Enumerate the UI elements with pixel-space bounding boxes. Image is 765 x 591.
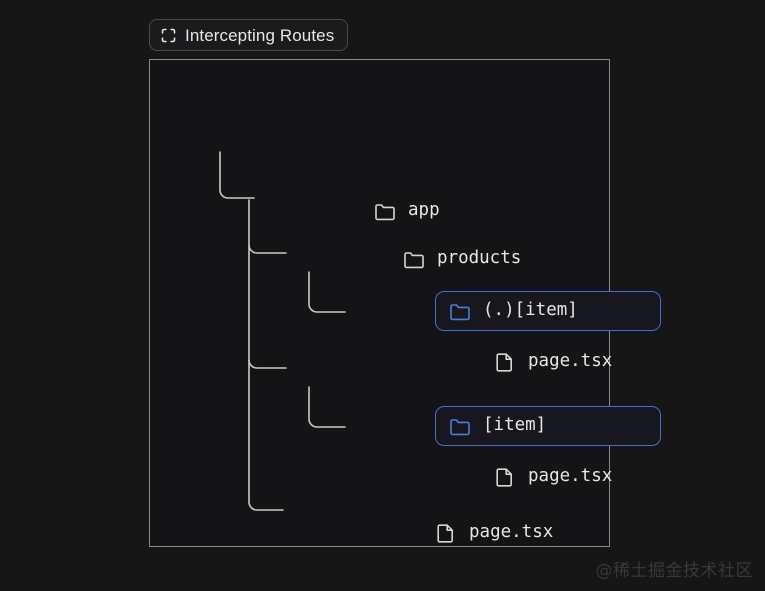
tree-node-label: page.tsx xyxy=(528,351,613,372)
tree-node-item[interactable]: [item] xyxy=(435,406,661,446)
watermark: @稀土掘金技术社区 xyxy=(595,561,753,581)
file-icon xyxy=(494,467,516,487)
tree-node-page-tsx-3[interactable]: page.tsx xyxy=(435,518,553,548)
file-tree-diagram: app products (.)[item] xyxy=(149,59,661,548)
folder-icon xyxy=(449,416,471,436)
tree-node-label: page.tsx xyxy=(528,466,613,487)
intercepting-routes-badge[interactable]: Intercepting Routes xyxy=(149,19,349,51)
tree-node-dot-item[interactable]: (.)[item] xyxy=(435,291,661,331)
file-icon xyxy=(435,523,457,543)
tree-node-label: products xyxy=(437,248,522,269)
tree-node-label: [item] xyxy=(483,415,547,436)
tree-node-label: page.tsx xyxy=(469,522,554,543)
tree-node-page-tsx-2[interactable]: page.tsx xyxy=(494,462,612,492)
dashed-square-icon xyxy=(161,28,176,43)
badge-label: Intercepting Routes xyxy=(185,25,335,45)
tree-node-page-tsx-1[interactable]: page.tsx xyxy=(494,347,612,377)
tree-node-products[interactable]: products xyxy=(403,244,521,274)
file-tree: app products (.)[item] xyxy=(150,60,661,548)
folder-icon xyxy=(403,249,425,269)
tree-node-app[interactable]: app xyxy=(374,196,440,226)
folder-icon xyxy=(374,201,396,221)
tree-node-label: app xyxy=(408,200,440,221)
folder-icon xyxy=(449,301,471,321)
tree-node-label: (.)[item] xyxy=(483,300,578,321)
tree-connector-lines xyxy=(219,151,346,511)
file-icon xyxy=(494,352,516,372)
